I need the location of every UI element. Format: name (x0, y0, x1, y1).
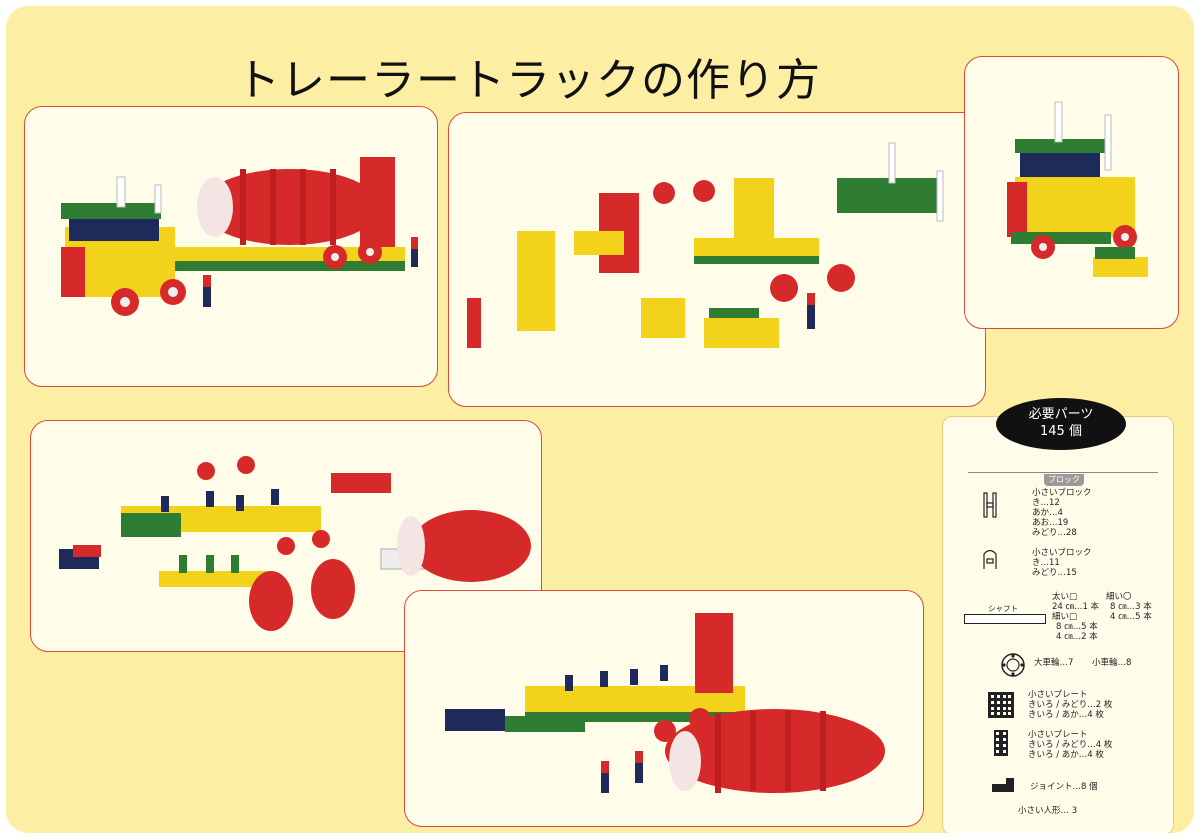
block2-green: みどり…15 (1032, 568, 1077, 578)
completed-truck-illustration (61, 157, 418, 316)
shaft-thin-square-8: 8 ㎝…5 本 (1056, 622, 1098, 632)
block-h-icon (983, 492, 997, 518)
panel-truck-parts (448, 112, 986, 407)
panel-trailer-assembled (404, 590, 924, 827)
cab-illustration (1007, 101, 1148, 277)
instruction-sheet: トレーラートラックの作り方 (6, 6, 1194, 833)
joint-icon (992, 778, 1014, 792)
plate1-name: 小さいプレート (1028, 690, 1088, 700)
section-block-tab: ブロック (1044, 474, 1084, 486)
shaft-thin-circle-8: 8 ㎝…3 本 (1110, 602, 1152, 612)
block1-yellow: き…12 (1032, 498, 1060, 508)
panel-cab (964, 56, 1179, 329)
shaft-thin-square-4: 4 ㎝…2 本 (1056, 632, 1098, 642)
block2-name: 小さいブロック (1032, 548, 1092, 558)
shaft-label: シャフト (988, 604, 1018, 613)
shaft-thin-circle: 細い〇 (1106, 592, 1132, 602)
shaft-thin-square: 細い□ (1052, 612, 1078, 622)
required-parts-badge: 必要パーツ 145 個 (996, 398, 1126, 450)
divider (968, 472, 1158, 473)
shaft-thick: 太い□ (1052, 592, 1078, 602)
block1-red: あか…4 (1032, 508, 1063, 518)
small-wheel-count: 小車輪…8 (1092, 658, 1132, 668)
page-title: トレーラートラックの作り方 (236, 55, 821, 106)
trailer-assembled-illustration (445, 613, 885, 793)
block2-yellow: き…11 (1032, 558, 1060, 568)
large-wheel-count: 大車輪…7 (1034, 658, 1074, 668)
panel-completed-truck (24, 106, 438, 387)
plate1-green: きいろ / みどり…2 枚 (1028, 700, 1113, 710)
shaft-thin-circle-4: 4 ㎝…5 本 (1110, 612, 1152, 622)
plate2-red: きいろ / あか…4 枚 (1028, 750, 1104, 760)
required-parts-label: 必要パーツ (1028, 407, 1094, 422)
truck-parts-illustration (467, 142, 944, 348)
plate2-name: 小さいプレート (1028, 730, 1088, 740)
plate-large-icon (988, 692, 1014, 718)
block1-blue: あお…19 (1032, 518, 1069, 528)
plate2-green: きいろ / みどり…4 枚 (1028, 740, 1113, 750)
trailer-parts-illustration (59, 456, 531, 631)
block-a-icon (983, 549, 997, 569)
required-parts-count: 145 個 (1040, 424, 1082, 439)
shaft-icon (964, 614, 1046, 624)
wheel-icon (1001, 653, 1025, 677)
plate1-red: きいろ / あか…4 枚 (1028, 710, 1104, 720)
block1-green: みどり…28 (1032, 528, 1077, 538)
plate-small-icon (994, 730, 1008, 756)
shaft-thick-24: 24 ㎝…1 本 (1052, 602, 1100, 612)
figure-count: 小さい人形… 3 (1018, 806, 1078, 816)
joint-count: ジョイント…8 個 (1030, 782, 1098, 792)
block1-name: 小さいブロック (1032, 488, 1092, 498)
